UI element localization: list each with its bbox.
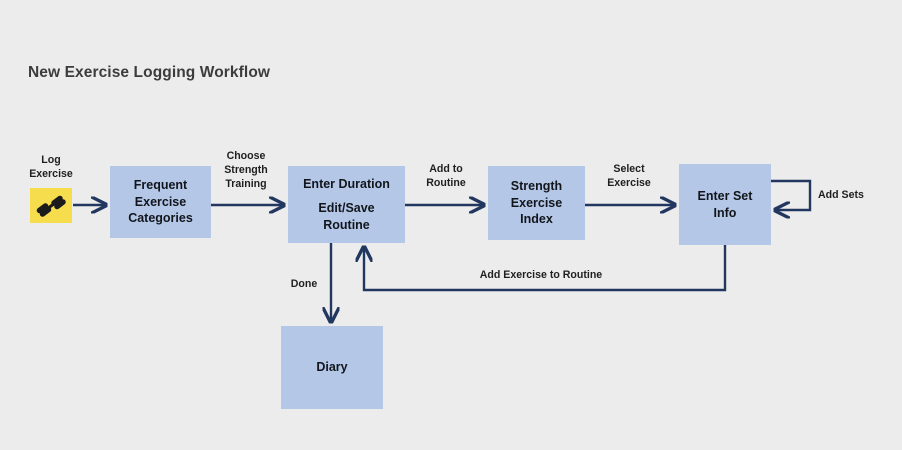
node-label-line-3: Index xyxy=(520,212,553,227)
edge-label-line-3: Training xyxy=(225,177,267,190)
start-node-log-exercise[interactable] xyxy=(30,188,72,223)
node-enter-duration-edit-save-routine[interactable]: Enter Duration Edit/Save Routine xyxy=(288,166,405,243)
edge-add-sets-self-loop xyxy=(771,179,812,210)
edge-label-add-sets: Add Sets xyxy=(818,189,888,203)
node-label-line-2: Exercise xyxy=(134,194,187,209)
edge-label-line-1: Add to xyxy=(429,163,463,175)
start-node-label: Log Exercise xyxy=(18,154,84,182)
edge-label-line-1: Add Sets xyxy=(818,189,864,201)
edge-label-line-2: Routine xyxy=(426,176,466,189)
edge-label-add-to-routine: Add to Routine xyxy=(412,163,480,191)
page-title: New Exercise Logging Workflow xyxy=(28,64,271,81)
edge-label-line-1: Select xyxy=(613,163,645,175)
edge-label-select-exercise: Select Exercise xyxy=(594,163,664,191)
edge-label-done: Done xyxy=(284,278,324,292)
start-label-line-2: Exercise xyxy=(29,167,73,180)
edge-label-add-exercise-to-routine: Add Exercise to Routine xyxy=(468,269,614,283)
edge-label-choose-strength-training: Choose Strength Training xyxy=(213,150,279,191)
node-label-line-1: Enter Duration xyxy=(303,176,390,191)
edge-label-line-2: Strength xyxy=(224,163,268,176)
edge-add-exercise-to-routine xyxy=(364,245,727,292)
node-strength-exercise-index[interactable]: Strength Exercise Index xyxy=(488,166,585,240)
start-label-line-1: Log xyxy=(41,154,61,166)
edge-label-line-1: Choose xyxy=(226,150,266,162)
node-label-line-1: Enter Set xyxy=(697,189,753,203)
dumbbell-icon xyxy=(36,195,66,217)
node-label-line-1: Strength xyxy=(510,179,563,194)
node-frequent-exercise-categories[interactable]: Frequent Exercise Categories xyxy=(110,166,211,238)
node-label-line-3: Routine xyxy=(323,217,370,232)
node-label-line-1: Frequent xyxy=(133,178,188,193)
node-label-line-2: Edit/Save xyxy=(318,201,375,216)
node-diary[interactable]: Diary xyxy=(281,326,383,409)
node-label-line-2: Exercise xyxy=(510,195,563,210)
node-enter-set-info[interactable]: Enter Set Info xyxy=(679,164,771,245)
edge-label-line-2: Exercise xyxy=(607,176,651,189)
node-label-line-3: Categories xyxy=(128,211,193,226)
node-label-line-2: Info xyxy=(713,205,737,220)
node-label-line-1: Diary xyxy=(316,360,348,375)
edge-label-line-1: Add Exercise to Routine xyxy=(479,269,603,281)
edge-label-line-1: Done xyxy=(290,278,318,290)
